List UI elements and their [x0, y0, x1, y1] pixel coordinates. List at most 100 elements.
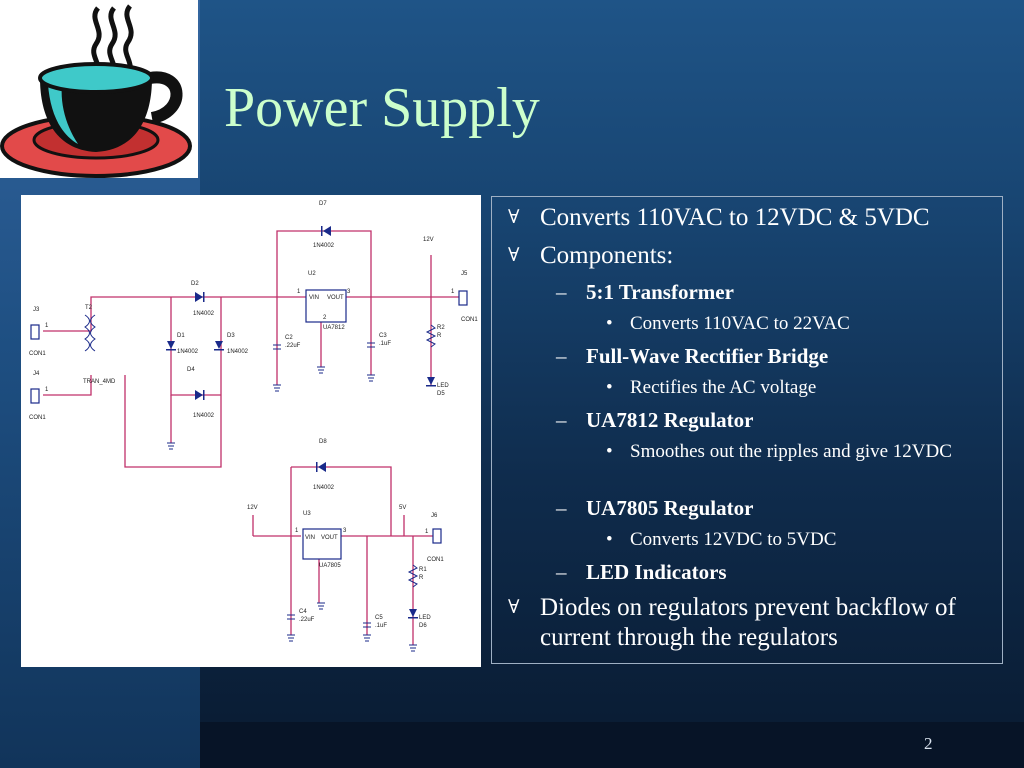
svg-text:LED: LED — [437, 383, 449, 389]
svg-text:.22uF: .22uF — [299, 617, 315, 623]
svg-text:CON1: CON1 — [29, 351, 46, 357]
svg-text:D2: D2 — [191, 281, 199, 287]
svg-text:J6: J6 — [431, 513, 438, 519]
svg-text:.1uF: .1uF — [379, 341, 391, 347]
bullet-text: Full-Wave Rectifier Bridge — [586, 344, 829, 368]
svg-text:CON1: CON1 — [29, 415, 46, 421]
sub-bullet-item: – Full-Wave Rectifier Bridge — [556, 343, 996, 369]
bullet-text: Converts 110VAC to 22VAC — [630, 313, 850, 334]
svg-text:UA7812: UA7812 — [323, 325, 345, 331]
bullet-item: ∀ Diodes on regulators prevent backflow … — [508, 593, 990, 653]
bullet-marker: – — [556, 280, 567, 304]
bullet-text: LED Indicators — [586, 560, 727, 584]
svg-text:T2: T2 — [85, 305, 93, 311]
bullet-marker: • — [606, 529, 613, 550]
svg-text:J3: J3 — [33, 307, 40, 313]
svg-text:J5: J5 — [461, 271, 468, 277]
svg-text:.22uF: .22uF — [285, 343, 301, 349]
svg-text:D1: D1 — [177, 333, 185, 339]
svg-text:1: 1 — [45, 387, 49, 393]
page-number: 2 — [924, 734, 933, 753]
sub-bullet-item: – LED Indicators — [556, 559, 996, 585]
svg-text:R: R — [419, 575, 424, 581]
svg-text:R1: R1 — [419, 567, 427, 573]
svg-text:D7: D7 — [319, 201, 327, 207]
bullet-text: UA7812 Regulator — [586, 408, 754, 432]
svg-text:1: 1 — [425, 529, 429, 535]
svg-text:.1uF: .1uF — [375, 623, 387, 629]
bullet-text: Components: — [540, 242, 674, 269]
bullet-marker: – — [556, 408, 567, 432]
svg-text:1N4002: 1N4002 — [177, 349, 199, 355]
svg-text:1: 1 — [297, 289, 301, 295]
slide-title: Power Supply — [224, 77, 540, 139]
coffee-cup-icon — [0, 0, 198, 178]
bullet-marker: ∀ — [508, 597, 520, 618]
schematic-diagram: J3 J4 CON1 CON1 T2 TRAN_4MD D2 1N4002 D1… — [21, 195, 481, 667]
bullet-item: ∀ Converts 110VAC to 12VDC & 5VDC — [508, 203, 990, 233]
bullet-marker: • — [606, 441, 613, 462]
svg-text:2: 2 — [323, 315, 327, 321]
svg-text:VIN: VIN — [309, 295, 319, 301]
sub-bullet-item: – UA7812 Regulator — [556, 407, 996, 433]
svg-text:D6: D6 — [419, 623, 427, 629]
svg-text:5V: 5V — [399, 505, 406, 511]
svg-text:1N4002: 1N4002 — [193, 413, 215, 419]
svg-text:CON1: CON1 — [461, 317, 478, 323]
svg-text:LED: LED — [419, 615, 431, 621]
svg-text:UA7805: UA7805 — [319, 563, 341, 569]
svg-text:3: 3 — [347, 289, 351, 295]
bullet-text: 5:1 Transformer — [586, 280, 734, 304]
svg-text:D5: D5 — [437, 391, 445, 397]
svg-text:1: 1 — [45, 323, 49, 329]
bullet-list: ∀ Converts 110VAC to 12VDC & 5VDC ∀ Comp… — [491, 196, 1003, 664]
sub-bullet-item: – 5:1 Transformer — [556, 279, 996, 305]
bullet-marker: ∀ — [508, 245, 520, 266]
svg-text:TRAN_4MD: TRAN_4MD — [83, 379, 116, 385]
svg-text:C5: C5 — [375, 615, 383, 621]
svg-text:VIN: VIN — [305, 535, 315, 541]
sub-sub-bullet-item: • Rectifies the AC voltage — [606, 376, 990, 400]
svg-text:C3: C3 — [379, 333, 387, 339]
bullet-text: Rectifies the AC voltage — [630, 377, 817, 398]
svg-text:1N4002: 1N4002 — [227, 349, 249, 355]
svg-text:1: 1 — [295, 528, 299, 534]
bullet-text: UA7805 Regulator — [586, 496, 754, 520]
svg-text:C2: C2 — [285, 335, 293, 341]
bullet-text: Converts 110VAC to 12VDC & 5VDC — [540, 204, 930, 231]
svg-text:C4: C4 — [299, 609, 307, 615]
bullet-text: Diodes on regulators prevent backflow of… — [540, 594, 956, 651]
bullet-item: ∀ Components: — [508, 241, 990, 271]
bullet-marker: – — [556, 344, 567, 368]
bullet-marker: • — [606, 313, 613, 334]
svg-text:CON1: CON1 — [427, 557, 444, 563]
svg-text:VOUT: VOUT — [321, 535, 338, 541]
sub-sub-bullet-item: • Converts 12VDC to 5VDC — [606, 528, 990, 552]
svg-text:12V: 12V — [247, 505, 258, 511]
svg-text:1N4002: 1N4002 — [313, 485, 335, 491]
svg-text:U2: U2 — [308, 271, 316, 277]
svg-text:R: R — [437, 333, 442, 339]
svg-text:D4: D4 — [187, 367, 195, 373]
svg-text:1: 1 — [451, 289, 455, 295]
svg-text:12V: 12V — [423, 237, 434, 243]
svg-text:1N4002: 1N4002 — [313, 243, 335, 249]
svg-text:3: 3 — [343, 528, 347, 534]
svg-text:1N4002: 1N4002 — [193, 311, 215, 317]
bullet-marker: • — [606, 377, 613, 398]
bullet-marker: – — [556, 560, 567, 584]
svg-text:U3: U3 — [303, 511, 311, 517]
svg-text:R2: R2 — [437, 325, 445, 331]
svg-text:J4: J4 — [33, 371, 40, 377]
svg-text:D8: D8 — [319, 439, 327, 445]
bullet-text: Converts 12VDC to 5VDC — [630, 529, 837, 550]
bullet-marker: – — [556, 496, 567, 520]
svg-text:VOUT: VOUT — [327, 295, 344, 301]
sub-sub-bullet-item: • Converts 110VAC to 22VAC — [606, 312, 990, 336]
bullet-text: Smoothes out the ripples and give 12VDC — [630, 441, 952, 462]
bullet-marker: ∀ — [508, 207, 520, 228]
sub-sub-bullet-item: • Smoothes out the ripples and give 12VD… — [606, 440, 960, 464]
svg-text:D3: D3 — [227, 333, 235, 339]
sub-bullet-item: – UA7805 Regulator — [556, 495, 996, 521]
